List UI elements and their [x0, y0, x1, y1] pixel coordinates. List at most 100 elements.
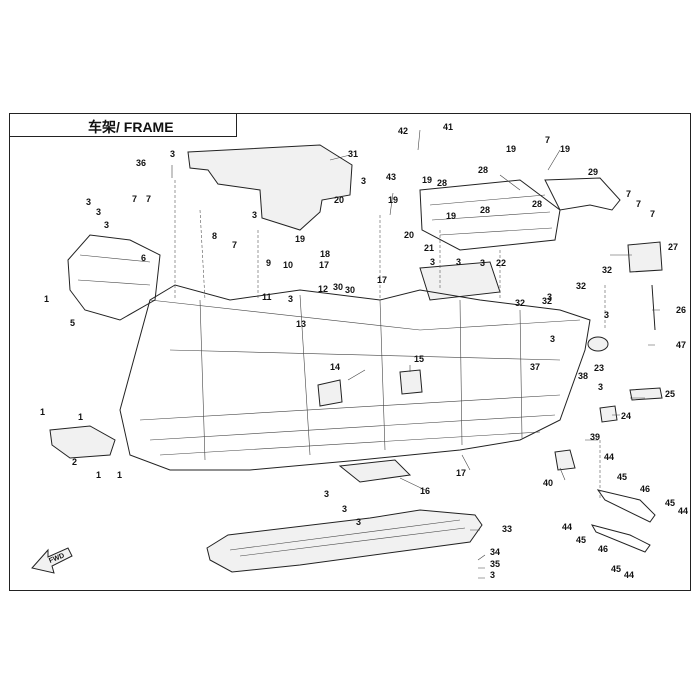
callout: 44: [678, 506, 688, 516]
callout: 7: [545, 135, 550, 145]
callout: 19: [560, 144, 570, 154]
callout: 20: [334, 195, 344, 205]
callout: 21: [424, 243, 434, 253]
callout: 3: [170, 149, 175, 159]
callout: 1: [44, 294, 49, 304]
callout: 19: [295, 234, 305, 244]
callout: 8: [212, 231, 217, 241]
callout: 39: [590, 432, 600, 442]
callout: 3: [324, 489, 329, 499]
callout: 14: [330, 362, 340, 372]
callout: 17: [319, 260, 329, 270]
callout: 3: [96, 207, 101, 217]
bracket-14: [317, 379, 343, 407]
leader-lines: [171, 129, 660, 579]
callout-labels: 1 1 1 1 1 2 3 3 3 3 3 3 3 3 3 3 3 3 3 3 …: [40, 122, 688, 580]
front-bumper: [67, 234, 161, 321]
bracket-16: [338, 459, 412, 483]
callout: 5: [70, 318, 75, 328]
callout: 12: [318, 284, 328, 294]
bracket-27: [627, 241, 663, 273]
callout: 30: [333, 282, 343, 292]
callout: 7: [636, 199, 641, 209]
callout: 11: [262, 292, 272, 302]
dashed-guides: [174, 180, 606, 500]
callout: 32: [576, 281, 586, 291]
callout: 36: [136, 158, 146, 168]
front-plate: [49, 425, 116, 459]
control-arm-lower: [590, 524, 651, 553]
callout: 19: [506, 144, 516, 154]
callout: 3: [547, 292, 552, 302]
bracket-40: [554, 449, 576, 471]
bracket-24: [599, 405, 618, 423]
callout: 7: [626, 189, 631, 199]
callout: 3: [456, 257, 461, 267]
rear-rack: [419, 179, 561, 251]
callout: 1: [96, 470, 101, 480]
main-frame: [119, 284, 591, 471]
callout: 17: [456, 468, 466, 478]
diagram-border: [9, 113, 691, 591]
callout: 30: [345, 285, 355, 295]
callout: 35: [490, 559, 500, 569]
callout: 34: [490, 547, 500, 557]
callout: 33: [502, 524, 512, 534]
callout: 32: [602, 265, 612, 275]
callout: 25: [665, 389, 675, 399]
callout: 3: [252, 210, 257, 220]
callout: 3: [550, 334, 555, 344]
callout: 45: [576, 535, 586, 545]
callout: 37: [530, 362, 540, 372]
rear-plate: [419, 261, 501, 301]
callout: 44: [562, 522, 572, 532]
callout: 44: [624, 570, 634, 580]
callout: 18: [320, 249, 330, 259]
callout: 28: [478, 165, 488, 175]
callout: 7: [146, 194, 151, 204]
callout: 42: [398, 126, 408, 136]
bushing-23: [587, 336, 609, 352]
callout: 6: [141, 253, 146, 263]
callout: 10: [283, 260, 293, 270]
seat-plate: [187, 144, 353, 231]
callout: 46: [598, 544, 608, 554]
callout: 31: [348, 149, 358, 159]
callout: 3: [104, 220, 109, 230]
callout: 19: [422, 175, 432, 185]
skid-plate: [206, 509, 483, 573]
control-arm-upper: [596, 489, 656, 523]
callout: 17: [377, 275, 387, 285]
callout: 24: [621, 411, 631, 421]
callout: 47: [676, 340, 686, 350]
callout: 3: [598, 382, 603, 392]
callout: 27: [668, 242, 678, 252]
callout: 29: [588, 167, 598, 177]
callout: 28: [480, 205, 490, 215]
callout: 28: [532, 199, 542, 209]
callout: 40: [543, 478, 553, 488]
callout: 43: [386, 172, 396, 182]
callout: 46: [640, 484, 650, 494]
callout: 7: [132, 194, 137, 204]
callout: 41: [443, 122, 453, 132]
callout: 3: [490, 570, 495, 580]
callout: 20: [404, 230, 414, 240]
callout: 44: [604, 452, 614, 462]
callout: 26: [676, 305, 686, 315]
callout: 45: [611, 564, 621, 574]
callout: 19: [388, 195, 398, 205]
callout: 3: [86, 197, 91, 207]
callout: 3: [480, 258, 485, 268]
callout: 28: [437, 178, 447, 188]
callout: 23: [594, 363, 604, 373]
callout: 3: [356, 517, 361, 527]
callout: 3: [361, 176, 366, 186]
callout: 1: [40, 407, 45, 417]
callout: 19: [446, 211, 456, 221]
callout: 32: [515, 298, 525, 308]
callout: 15: [414, 354, 424, 364]
bracket-25: [629, 387, 663, 401]
title-box: [9, 113, 237, 137]
